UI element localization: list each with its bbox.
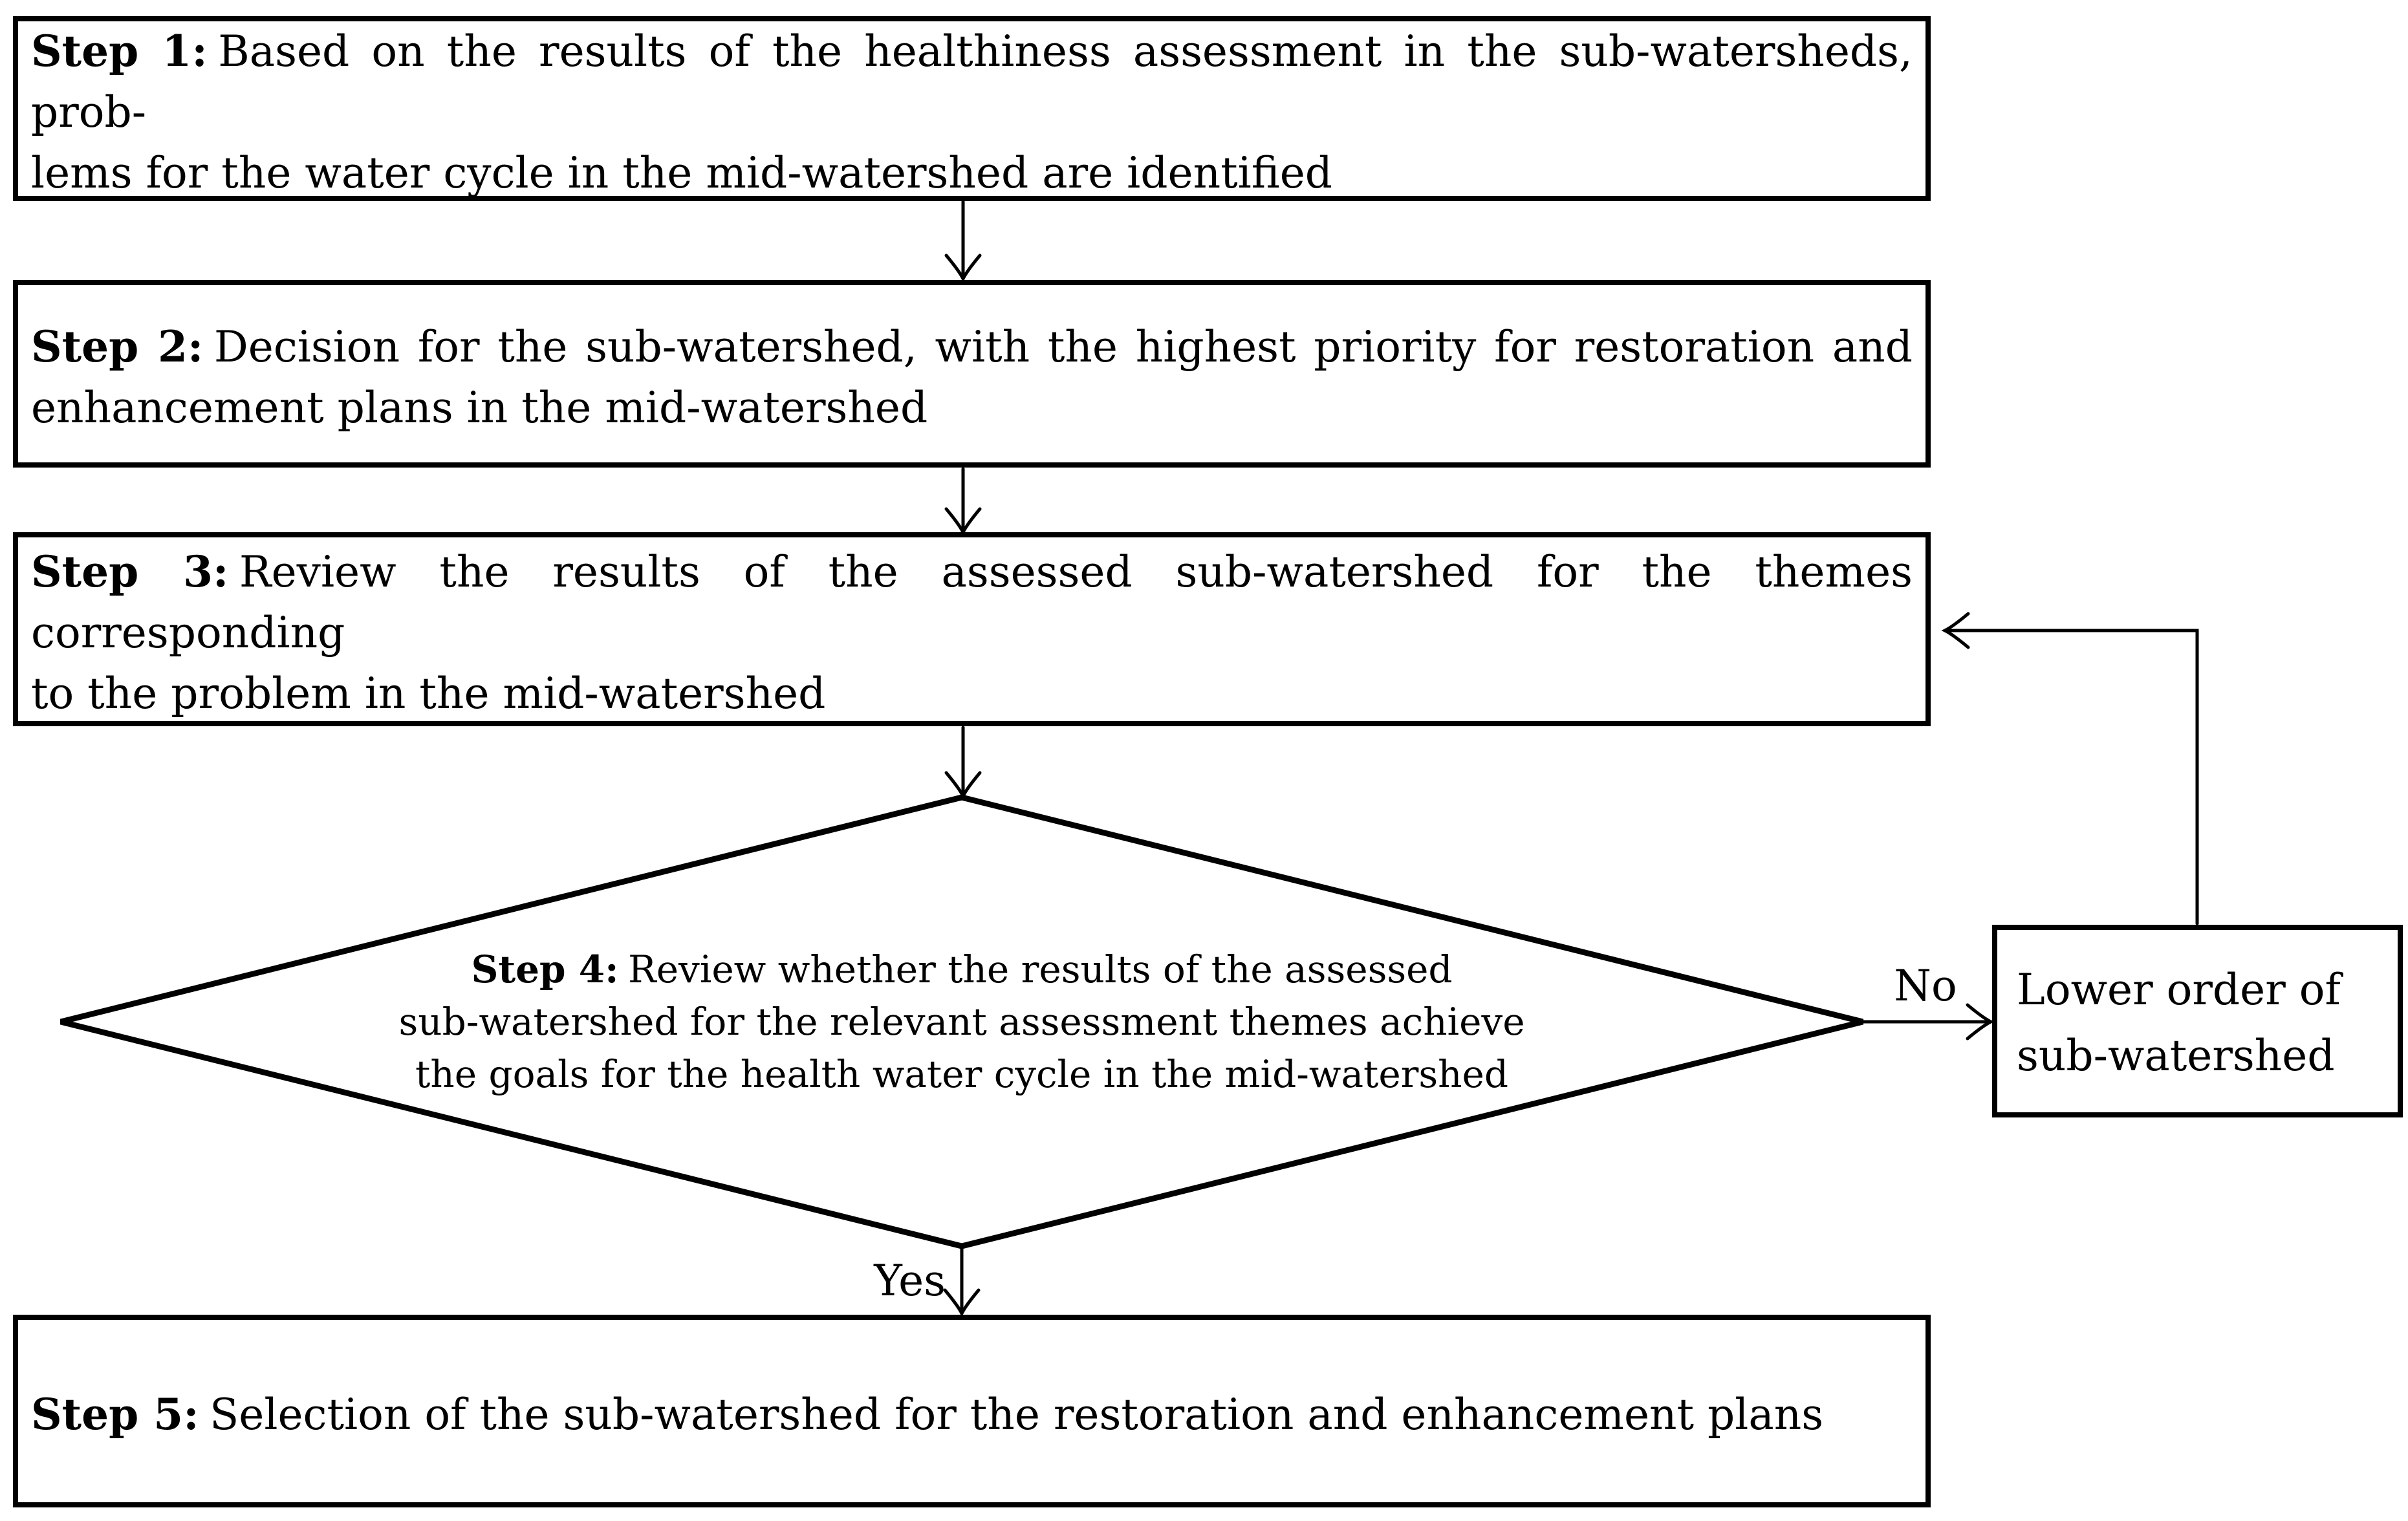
step5-process-box: Step 5:Selection of the sub-watershed fo… <box>13 1315 1931 1507</box>
step2-label: Step 2: <box>31 321 204 372</box>
arrowhead-down-icon <box>943 1288 981 1317</box>
step2-text-line2: enhancement plans in the mid-watershed <box>31 382 928 433</box>
arrowhead-down-icon <box>944 771 982 800</box>
step3-text-line1: Step 3:Review the results of the assesse… <box>31 541 1913 663</box>
arrowhead-down-icon <box>944 507 982 536</box>
arrow-step1-to-step2 <box>944 200 982 283</box>
step3-line1-text: Review the results of the assessed sub-w… <box>31 546 1913 658</box>
arrowhead-down-icon <box>944 253 982 283</box>
arrowhead-right-icon <box>1966 1003 1995 1041</box>
step2-line1-text: Decision for the sub-watershed, with the… <box>213 321 1913 372</box>
arrowhead-left-icon <box>1941 612 1970 649</box>
step4-text-line3: the goals for the health water cycle in … <box>415 1052 1508 1096</box>
step4-label: Step 4: <box>471 947 619 991</box>
lower-order-line2: sub-watershed <box>2017 1031 2335 1081</box>
feedback-line <box>1947 629 2199 925</box>
step2-text-line1: Step 2:Decision for the sub-watershed, w… <box>31 316 1913 378</box>
lower-order-line1: Lower order of <box>2017 965 2341 1015</box>
arrow-step3-to-step4 <box>944 726 982 800</box>
step3-label: Step 3: <box>31 546 229 597</box>
arrow-yes-step4-to-step5 <box>943 1246 981 1317</box>
step5-label: Step 5: <box>31 1388 199 1440</box>
step4-line1-text: Review whether the results of the assess… <box>628 947 1453 991</box>
step2-process-box: Step 2:Decision for the sub-watershed, w… <box>13 280 1931 468</box>
step4-text-line2: sub-watershed for the relevant assessmen… <box>398 999 1525 1044</box>
step5-text-line1: Step 5:Selection of the sub-watershed fo… <box>31 1384 1913 1445</box>
step4-text-line1: Step 4:Review whether the results of the… <box>471 944 1452 996</box>
step3-text-line2: to the problem in the mid-watershed <box>31 668 826 718</box>
arrow-step2-to-step3 <box>944 467 982 536</box>
step5-line1-text: Selection of the sub-watershed for the r… <box>210 1389 1824 1440</box>
edge-label-no: No <box>1894 961 1957 1011</box>
arrow-lower-order-to-step3 <box>1941 612 2199 925</box>
step1-text-line2: lems for the water cycle in the mid-wate… <box>31 147 1333 198</box>
step1-line1-text: Based on the results of the healthiness … <box>31 26 1913 137</box>
edge-label-yes: Yes <box>874 1256 946 1306</box>
step1-label: Step 1: <box>31 25 208 76</box>
step1-process-box: Step 1:Based on the results of the healt… <box>13 16 1931 201</box>
lower-order-box: Lower order of sub-watershed <box>1992 925 2403 1117</box>
step3-process-box: Step 3:Review the results of the assesse… <box>13 532 1931 726</box>
step4-decision-text: Step 4:Review whether the results of the… <box>61 797 1863 1246</box>
step1-text-line1: Step 1:Based on the results of the healt… <box>31 21 1913 143</box>
